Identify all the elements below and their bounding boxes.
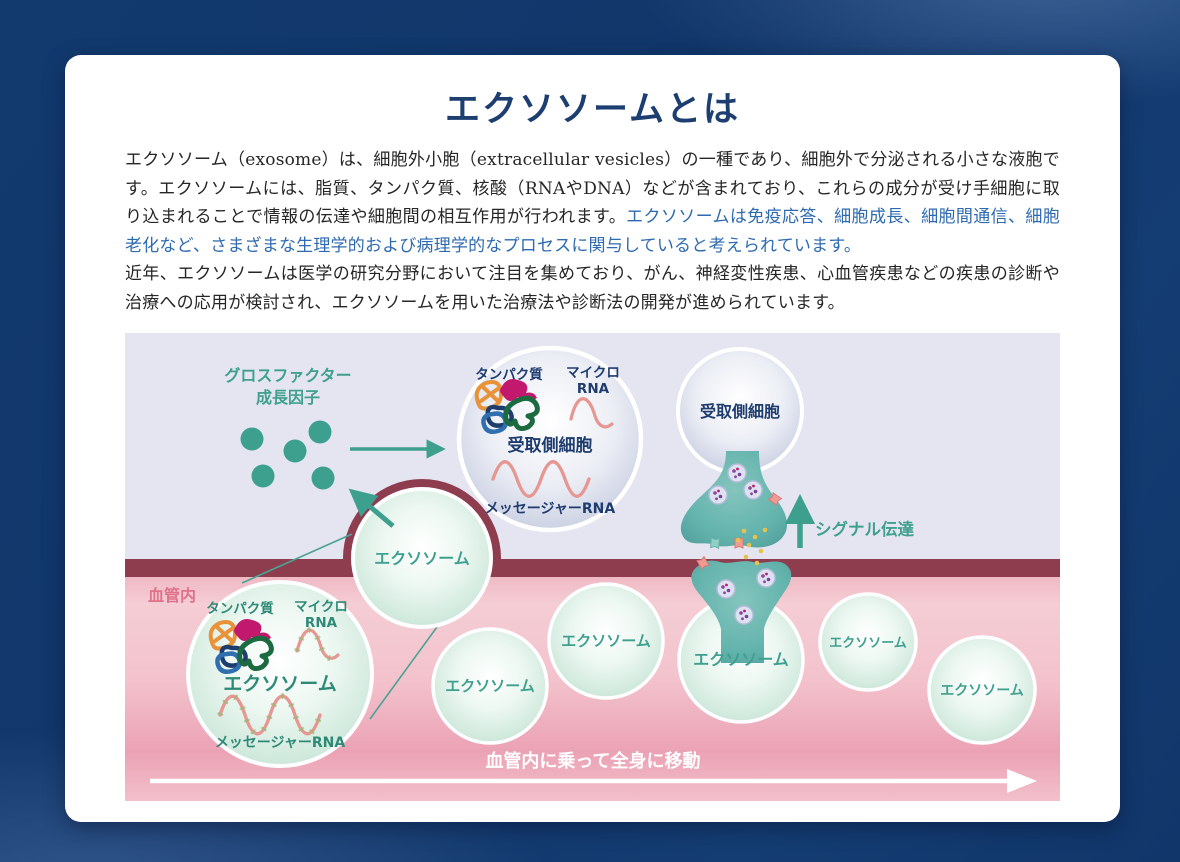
exosome-label: エクソソーム (374, 549, 470, 568)
svg-text:エクソソーム: エクソソーム (829, 636, 907, 651)
micro-rna-label: マイクロ (566, 365, 620, 381)
micro-rna-strand (569, 397, 614, 429)
exosome-circle: エクソソーム (547, 582, 665, 700)
flow-arrow (150, 769, 1037, 793)
synapse-structure: エクソソーム (680, 451, 792, 669)
exosome-circle: エクソソーム (818, 592, 918, 692)
recipient-cell-label: 受取側細胞 (700, 402, 780, 421)
exosome-circle: エクソソーム (927, 635, 1037, 745)
paragraph-1: エクソソーム（exosome）は、細胞外小胞（extracellular ves… (125, 150, 1060, 256)
growth-factor-dot (240, 427, 264, 451)
receptor-icon (710, 536, 720, 550)
release-arrow (348, 488, 395, 528)
signal-molecules (735, 527, 768, 566)
growth-factor-label: 成長因子 (256, 388, 320, 407)
growth-factor-dot (308, 420, 332, 444)
paragraph-2: 近年、エクソソームは医学の研究分野において注目を集めており、がん、神経変性疾患、… (125, 264, 1060, 313)
growth-factor-dot (251, 464, 275, 488)
growth-factor-dot (283, 439, 307, 463)
exosome-diagram-figure: タンパク質 マイクロ RNA エクソソーム メッセージャーRNA エクソソーム … (125, 333, 1060, 801)
callout-line (369, 626, 438, 720)
exosome-circle: エクソソーム (431, 627, 549, 745)
bottom-caption: 血管内に乗って全身に移動 (485, 750, 700, 772)
micro-rna-label: RNA (305, 615, 338, 631)
article-body: エクソソーム（exosome）は、細胞外小胞（extracellular ves… (125, 146, 1060, 317)
exosome-detail-circle: タンパク質 マイクロ RNA エクソソーム メッセージャーRNA (186, 580, 374, 768)
signal-transduction: シグナル伝達 (784, 493, 915, 548)
exosome-label: エクソソーム (223, 673, 336, 695)
vessel-interior-label: 血管内 (148, 586, 196, 605)
growth-factor-group: グロスファクター 成長因子 (224, 366, 446, 528)
svg-text:エクソソーム: エクソソーム (445, 677, 535, 695)
messenger-rna-label: メッセージャーRNA (485, 501, 616, 517)
svg-text:エクソソーム: エクソソーム (561, 632, 651, 650)
recipient-cell-label: 受取側細胞 (508, 435, 593, 456)
messenger-rna-strand (491, 460, 591, 498)
signal-label: シグナル伝達 (815, 519, 915, 539)
messenger-rna-label: メッセージャーRNA (215, 735, 346, 751)
protein-label: タンパク質 (475, 366, 543, 383)
exosome-diagram: タンパク質 マイクロ RNA エクソソーム メッセージャーRNA エクソソーム … (125, 333, 1060, 806)
recipient-cell-detail: タンパク質 マイクロ RNA 受取側細胞 メッセージャーRNA (456, 345, 644, 533)
callout-line (241, 533, 353, 584)
synapse-upper-bulb (680, 451, 788, 548)
content-card: エクソソームとは エクソソーム（exosome）は、細胞外小胞（extracel… (65, 55, 1120, 822)
growth-factor-dot (311, 466, 335, 490)
growth-factor-label: グロスファクター (224, 366, 351, 385)
recipient-cell-right: 受取側細胞 (676, 347, 804, 475)
micro-rna-label: マイクロ (294, 599, 348, 615)
micro-rna-strand (295, 628, 340, 660)
micro-rna-label: RNA (577, 381, 610, 397)
exosome-label: エクソソーム (693, 650, 789, 669)
svg-text:エクソソーム: エクソソーム (940, 683, 1024, 699)
vessel-wall (125, 559, 1060, 577)
page-title: エクソソームとは (445, 89, 740, 130)
protein-label: タンパク質 (206, 600, 274, 617)
